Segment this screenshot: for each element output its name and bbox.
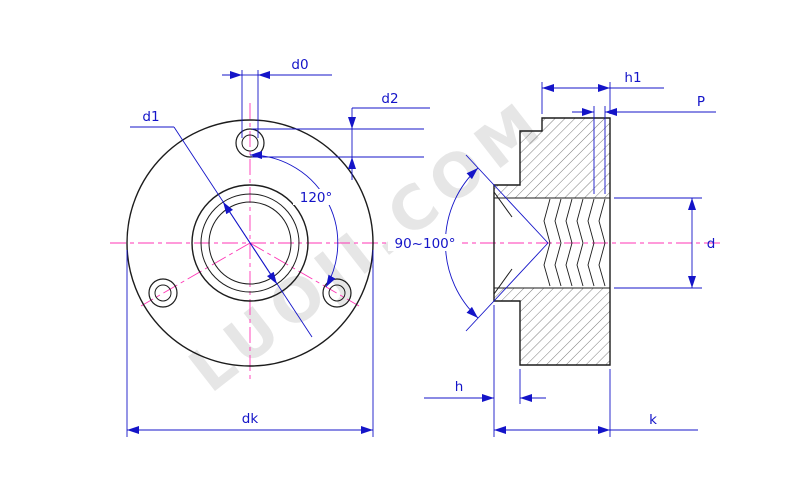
section-hatch-bottom — [494, 288, 610, 365]
thread-line — [576, 198, 584, 287]
projection-right-inner — [328, 284, 346, 302]
dimension-dk — [126, 250, 374, 437]
dimension-k — [494, 369, 698, 437]
dimension-d2 — [252, 107, 430, 180]
dimension-d — [614, 197, 702, 289]
thread-profile — [543, 198, 606, 287]
thread-line — [598, 198, 606, 287]
flange-outer-circle — [126, 119, 374, 367]
label-pitch: P — [697, 94, 705, 110]
front-radial-centerline-left — [140, 242, 251, 307]
label-h1: h1 — [624, 70, 641, 86]
dimension-h1 — [541, 82, 664, 114]
projection-top-inner — [241, 134, 259, 152]
dimension-pitch — [572, 106, 716, 194]
label-d: d — [707, 236, 716, 252]
dimension-h — [424, 305, 546, 437]
thread-line — [554, 198, 562, 287]
countersink-chamfer-bottom — [493, 268, 513, 295]
dimensions — [126, 70, 716, 437]
thread-line — [587, 198, 595, 287]
thread-line — [543, 198, 551, 287]
label-h: h — [455, 379, 464, 395]
dimension-d0 — [222, 70, 332, 138]
front-view — [126, 119, 374, 367]
label-d2: d2 — [381, 91, 398, 107]
label-d0: d0 — [291, 57, 308, 73]
label-120-angle: 120° — [300, 190, 333, 206]
label-dk: dk — [242, 411, 259, 427]
projection-left-inner — [154, 284, 172, 302]
countersink-chamfer-top — [493, 191, 513, 218]
label-d1: d1 — [142, 109, 159, 125]
projection-right-outer — [322, 278, 352, 308]
side-view — [493, 117, 611, 366]
label-mask-120 — [293, 189, 339, 205]
label-k: k — [649, 412, 657, 428]
label-mask-countersink — [388, 234, 462, 251]
watermark-text: LUOJI.COM — [177, 86, 559, 406]
section-outline — [493, 117, 611, 366]
label-countersink-angle: 90~100° — [394, 236, 455, 252]
projection-top-outer — [235, 128, 265, 158]
thread-line — [565, 198, 573, 287]
projection-left-outer — [148, 278, 178, 308]
dimension-labels: d0 d2 d1 120° dk 90~100° h1 P d h k — [142, 57, 715, 428]
section-hatch-top — [494, 118, 610, 198]
